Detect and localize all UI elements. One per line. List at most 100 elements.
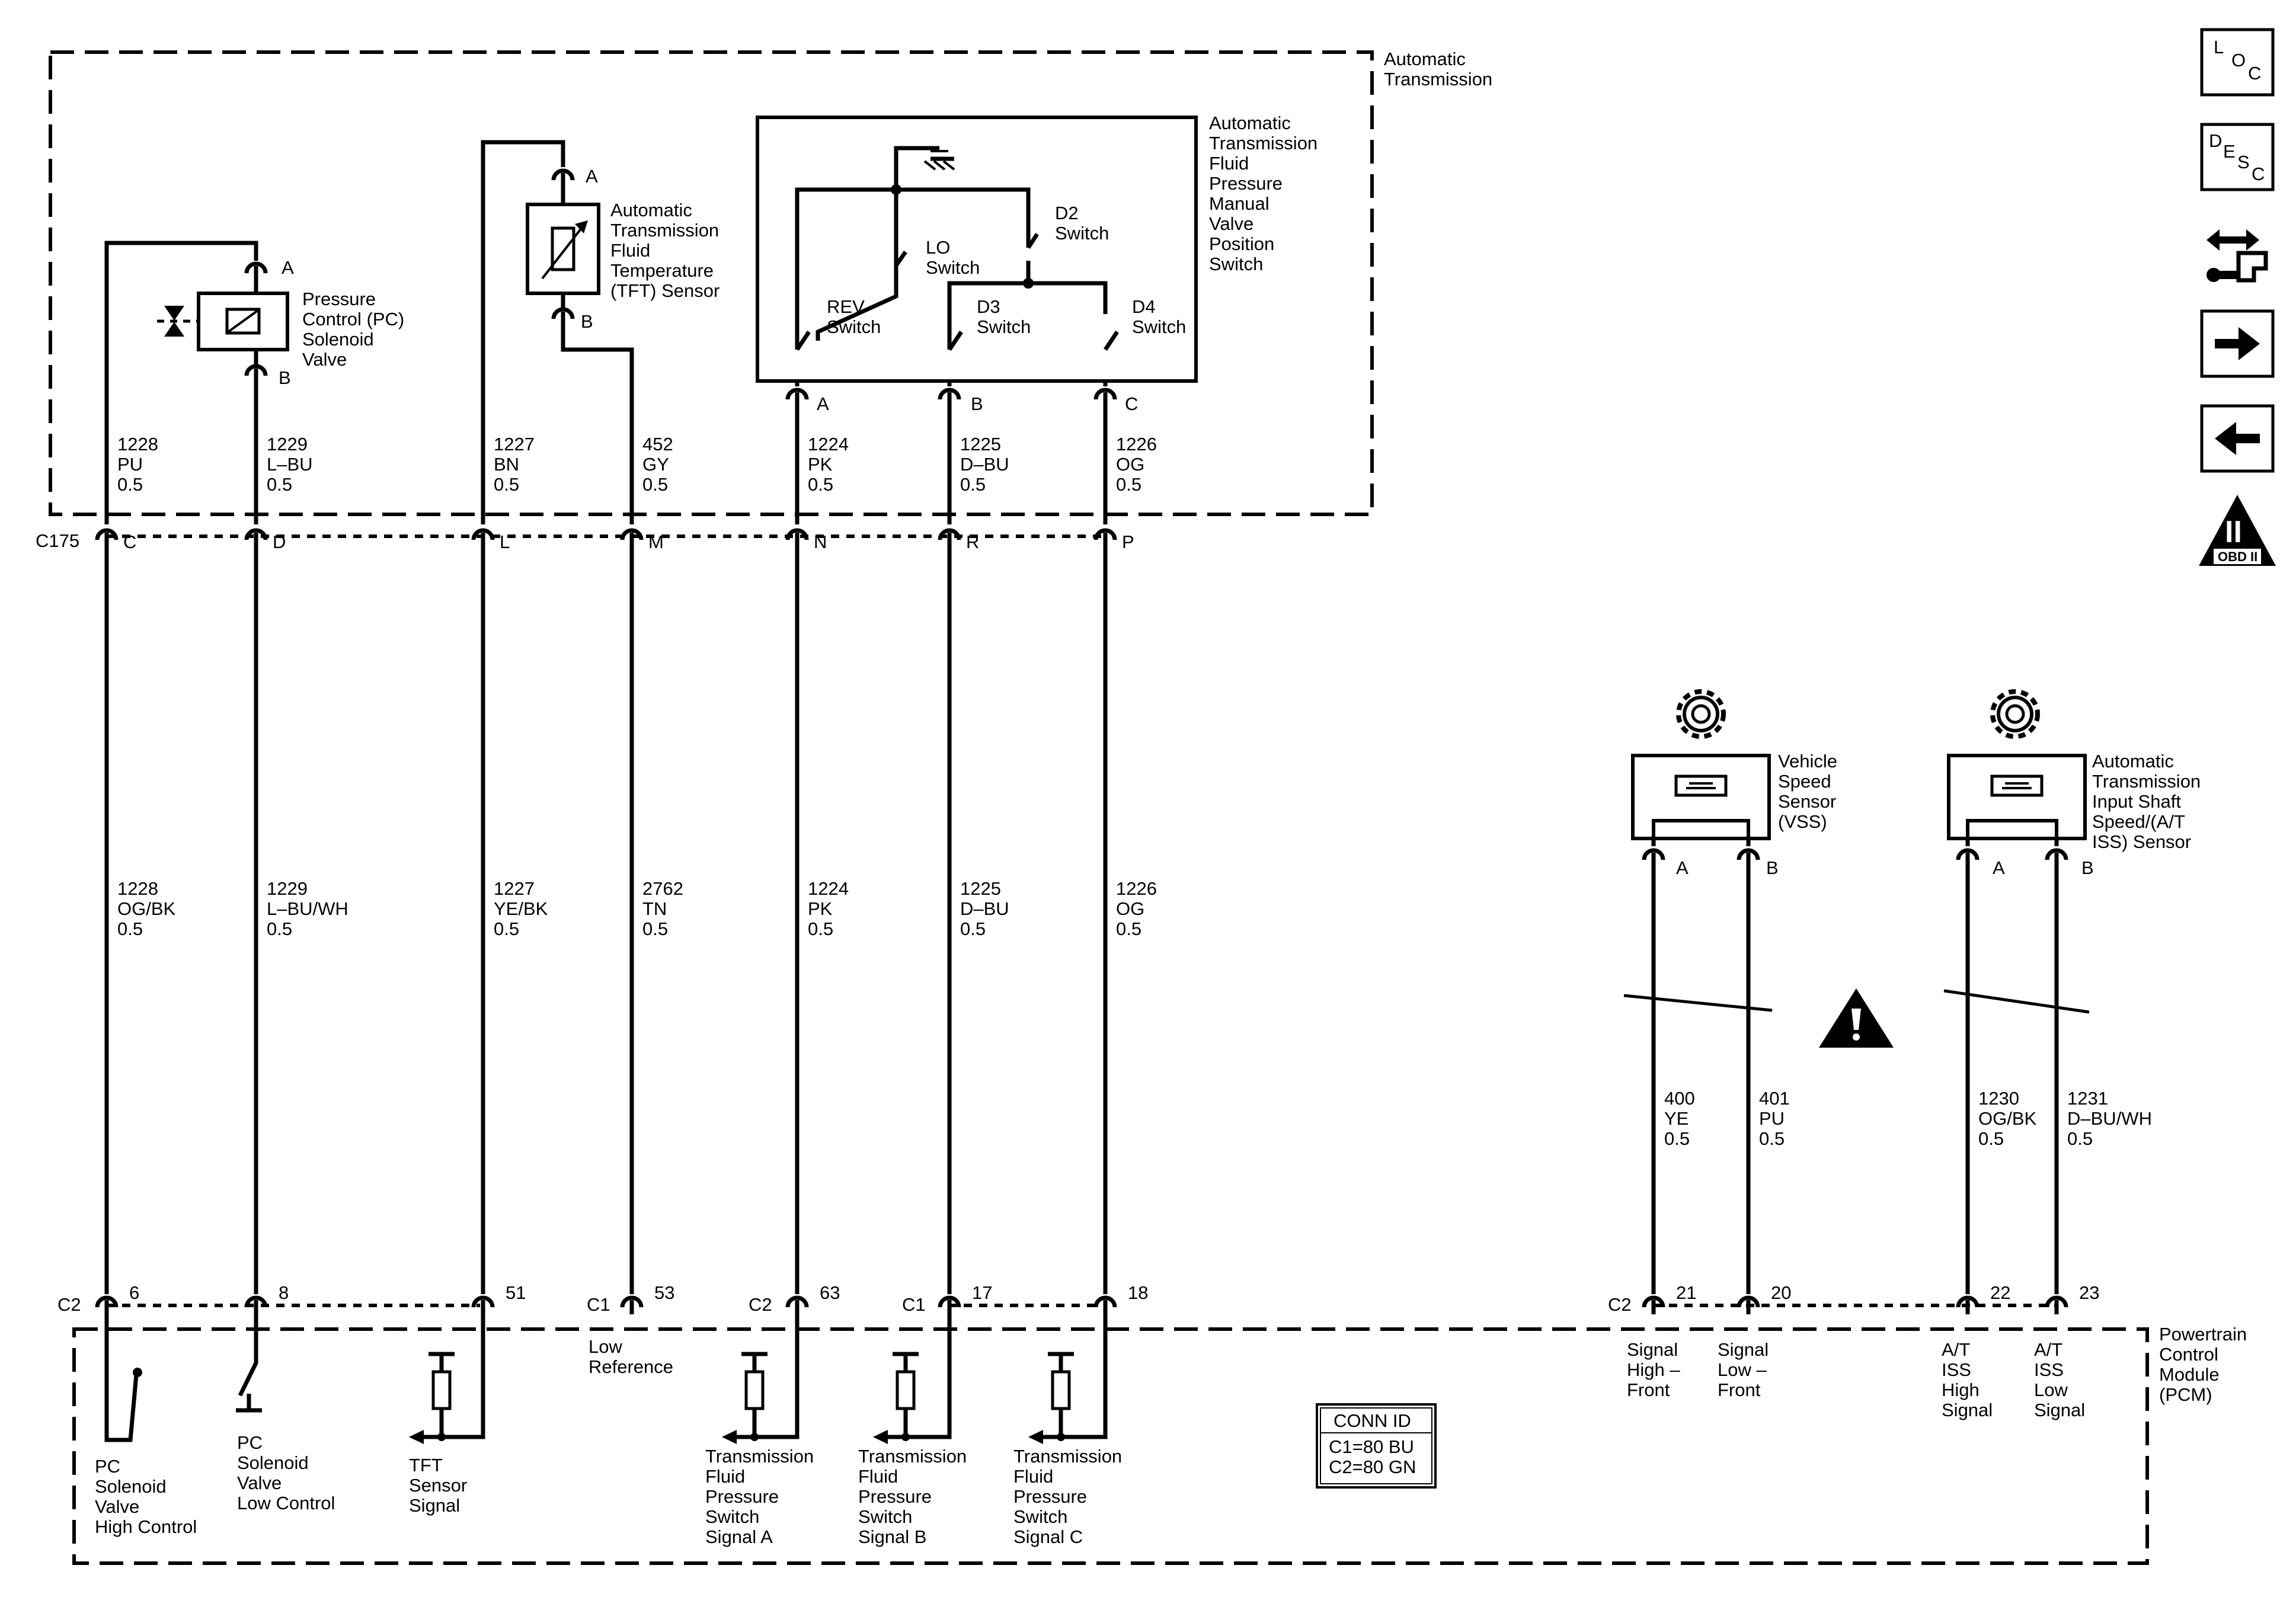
- iss-pin-b: B: [2081, 857, 2094, 878]
- svg-text:S: S: [2237, 152, 2250, 172]
- rev-switch-label: REV Switch: [827, 296, 881, 337]
- iss-sensor: Automatic Transmission Input Shaft Speed…: [1947, 689, 2206, 878]
- iss-lead-frame: [1966, 819, 2058, 841]
- obd-button[interactable]: II OBD II: [2199, 495, 2276, 566]
- pcm-resistor: [431, 1370, 452, 1410]
- tft-terminal-a: [551, 168, 575, 181]
- sensor-terminal: [2045, 848, 2068, 860]
- vss-pin-b: B: [1766, 857, 1779, 878]
- pc-terminal-b: [244, 364, 268, 376]
- c175-pin-label: P: [1122, 532, 1134, 552]
- c175-pin-label: D: [273, 532, 286, 552]
- tft-pin-b: B: [581, 311, 593, 332]
- pcm-pin-label: 18: [1128, 1282, 1148, 1303]
- d3-switch-label: D3 Switch: [977, 296, 1031, 337]
- c175-terminal: [938, 528, 961, 540]
- conn-id-c1: C1=80 BU: [1329, 1436, 1414, 1457]
- svg-text:E: E: [2223, 141, 2236, 162]
- svg-text:D: D: [2209, 130, 2222, 151]
- transmission-housing: Automatic Transmission: [49, 49, 1492, 516]
- pcm-pin-label: 8: [279, 1282, 289, 1303]
- c1-label-1: C1: [587, 1294, 610, 1315]
- pcm-housing: Powertrain Control Module (PCM): [72, 1324, 2247, 1565]
- pcm-pin-label: 20: [1771, 1282, 1791, 1303]
- pc-pin-b: B: [279, 367, 291, 388]
- switch-terminal: [1093, 388, 1117, 400]
- tft-pin-a: A: [586, 166, 598, 187]
- c175-pin-label: R: [966, 532, 979, 552]
- pcm-node: [750, 1433, 759, 1441]
- obd-ii-icon: II OBD II: [2199, 495, 2276, 566]
- lo-switch-label: LO Switch: [926, 237, 980, 278]
- pcm-pc-low-driver: [238, 1314, 258, 1397]
- arrow-left-icon: [2215, 422, 2260, 455]
- c175-terminal: [785, 528, 809, 540]
- loc-button[interactable]: L O C: [2200, 28, 2275, 97]
- svg-text:OBD II: OBD II: [2218, 549, 2257, 564]
- pcm-terminal: [95, 1295, 119, 1308]
- next-button[interactable]: [2200, 309, 2275, 378]
- pcm-terminal: [785, 1295, 809, 1308]
- pcm-signal-arrow: [1028, 1430, 1043, 1444]
- desc-button[interactable]: D E S C: [2200, 123, 2275, 191]
- d2-switch-label: D2 Switch: [1055, 203, 1109, 244]
- switch-assembly-label: Automatic Transmission Fluid Pressure Ma…: [1209, 113, 1323, 274]
- pcm-sensor-terminal: [1737, 1295, 1760, 1308]
- back-button[interactable]: [2200, 404, 2275, 473]
- d4-switch-label: D4 Switch: [1132, 296, 1186, 337]
- pcm-pin-label: 17: [972, 1282, 992, 1303]
- svg-text:L: L: [2214, 37, 2224, 57]
- c175-terminal: [244, 528, 268, 540]
- pcm-node: [1057, 1433, 1065, 1441]
- pcm-pin-label: 53: [654, 1282, 674, 1303]
- transmission-housing-label: Automatic Transmission: [1384, 49, 1492, 89]
- c175-pin-label: M: [648, 532, 664, 552]
- connector-icon: [2207, 229, 2268, 283]
- c175-terminal: [1093, 528, 1117, 540]
- pc-terminal-a: [244, 261, 268, 274]
- pcm-pin-label: 23: [2079, 1282, 2099, 1303]
- c175-terminal: [95, 528, 119, 540]
- pcm-switch-node: [133, 1368, 142, 1377]
- conn-id-title: CONN ID: [1334, 1410, 1411, 1431]
- svg-text:II: II: [2225, 515, 2242, 549]
- pcm-signal-arrow: [873, 1430, 888, 1444]
- sensor-terminal: [1737, 848, 1760, 860]
- conn-id-c2: C2=80 GN: [1329, 1457, 1416, 1477]
- pcm-pin-label: 6: [129, 1282, 139, 1303]
- wire-pc-high: [104, 241, 258, 524]
- switch-terminal: [785, 388, 809, 400]
- desc-icon: D E S C: [2209, 130, 2265, 184]
- iss-label: Automatic Transmission Input Shaft Speed…: [2092, 751, 2206, 852]
- tft-sensor: Automatic Transmission Fluid Temperature…: [526, 166, 720, 332]
- c2-label-2: C2: [749, 1294, 772, 1315]
- wire-tft-ref: [481, 140, 565, 524]
- iss-pin-a: A: [1993, 857, 2005, 878]
- connector-button[interactable]: [2202, 216, 2273, 293]
- c2-label-1: C2: [57, 1294, 81, 1315]
- pc-solenoid: Pressure Control (PC) Solenoid Valve A B: [157, 257, 404, 388]
- pcm-pin-label: 21: [1676, 1282, 1696, 1303]
